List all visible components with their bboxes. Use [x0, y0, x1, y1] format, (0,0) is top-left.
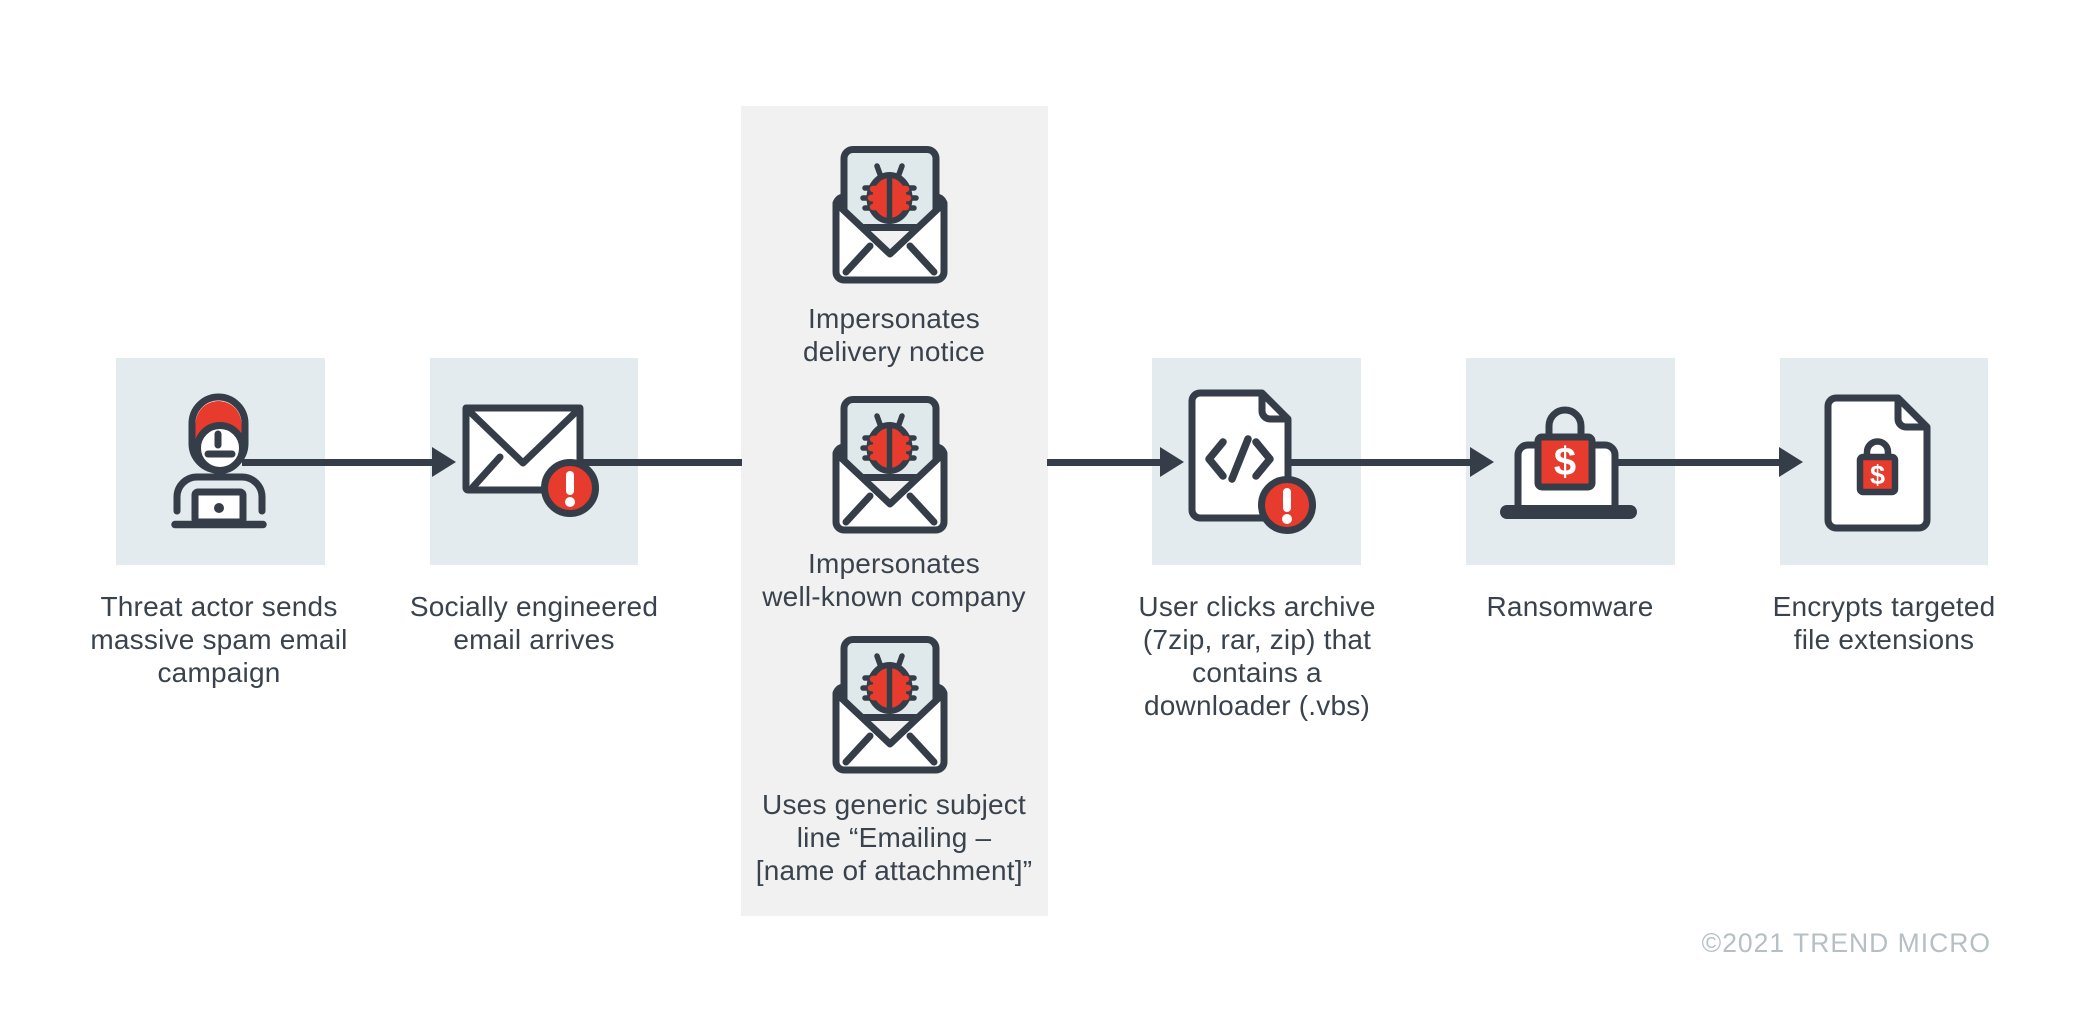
- variant-label-generic-subject: Uses generic subject line “Emailing – [n…: [755, 789, 1033, 886]
- variant-label-well-known-company: Impersonates well-known company: [762, 548, 1026, 612]
- alert-badge-icon: [1258, 476, 1316, 534]
- mail-bug-icon: [832, 396, 948, 534]
- step-label-archive-click: User clicks archive (7zip, rar, zip) tha…: [1138, 591, 1376, 721]
- arrow-shaft: [1047, 459, 1162, 466]
- code-file-alert-icon: [1188, 389, 1316, 534]
- svg-text:$: $: [1554, 440, 1576, 484]
- step-label-threat-actor: Threat actor sends massive spam email ca…: [90, 591, 348, 688]
- bug-icon: [860, 653, 919, 714]
- mail-bug-icon: [832, 146, 948, 284]
- code-glyph: [1205, 435, 1274, 483]
- mail-bug-icon: [832, 636, 948, 774]
- bug-icon: [860, 163, 919, 224]
- arrow-head-icon: [1160, 447, 1184, 477]
- arrow-shaft: [578, 459, 742, 466]
- dollar-padlock-icon: $: [1534, 406, 1596, 491]
- svg-text:$: $: [1870, 460, 1885, 490]
- hacker-laptop-icon: [171, 393, 267, 529]
- email-alert-icon: [462, 404, 599, 517]
- step-label-ransomware: Ransomware: [1486, 591, 1654, 622]
- bug-icon: [860, 413, 919, 474]
- arrow-head-icon: [1779, 447, 1803, 477]
- laptop-ransom-lock-icon: $: [1500, 406, 1637, 519]
- alert-badge-icon: [541, 459, 599, 517]
- arrow-shaft: [242, 459, 434, 466]
- variant-label-delivery-notice: Impersonates delivery notice: [803, 303, 985, 367]
- dollar-padlock-icon: $: [1856, 438, 1899, 496]
- arrow-head-icon: [432, 447, 456, 477]
- step-label-spam-email: Socially engineered email arrives: [409, 591, 659, 655]
- arrow-shaft: [1288, 459, 1472, 466]
- encrypted-file-lock-icon: $: [1824, 394, 1931, 532]
- arrow-head-icon: [1470, 447, 1494, 477]
- arrow-shaft: [1613, 459, 1781, 466]
- copyright-text: ©2021 TREND MICRO: [1701, 928, 1991, 958]
- step-label-encryption: Encrypts targeted file extensions: [1772, 591, 1996, 655]
